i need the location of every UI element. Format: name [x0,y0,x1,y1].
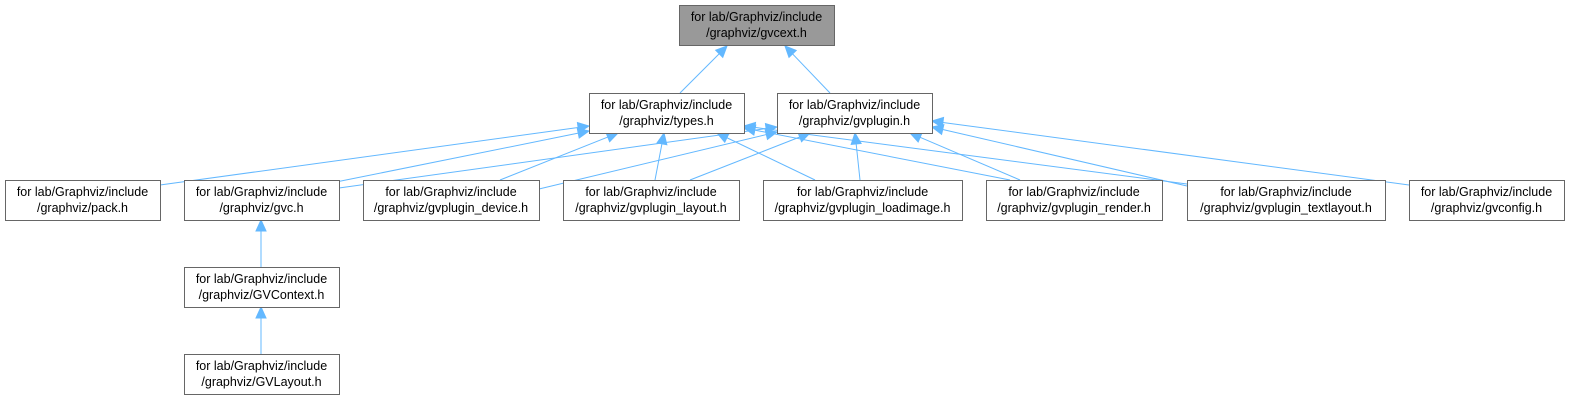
edge-gvplugin-to-gvcext [784,45,831,94]
node-label-line1: for lab/Graphviz/include [1421,185,1552,199]
node-box [1187,180,1386,221]
node-pack[interactable]: for lab/Graphviz/include/graphviz/pack.h [5,180,161,221]
node-label-line2: /graphviz/gvplugin_device.h [374,201,528,215]
node-label-line2: /graphviz/gvplugin_render.h [997,201,1151,215]
node-box [363,180,540,221]
edge-gvconfig-to-gvplugin [930,116,1410,186]
node-GVLayout[interactable]: for lab/Graphviz/include/graphviz/GVLayo… [184,354,340,395]
node-label-line1: for lab/Graphviz/include [797,185,928,199]
edge-gvplugin_render-to-gvplugin [908,132,1021,181]
node-label-line2: /graphviz/gvconfig.h [1431,201,1542,215]
node-label-line2: /graphviz/gvplugin_textlayout.h [1200,201,1372,215]
node-label-line1: for lab/Graphviz/include [601,98,732,112]
node-label-line2: /graphviz/gvplugin.h [799,114,910,128]
node-label-line1: for lab/Graphviz/include [1220,185,1351,199]
edge-gvplugin_loadimage-to-types [715,132,816,181]
node-label-line2: /graphviz/GVContext.h [199,288,325,302]
edge-gvplugin_device-to-types [499,131,620,181]
edge-GVContext-to-gvc [255,218,267,267]
edge-layer [159,45,1410,354]
edge-GVLayout-to-GVContext [255,305,267,354]
arrowhead-icon [714,45,728,59]
edge-gvplugin_layout-to-gvplugin [689,131,812,181]
node-box [5,180,161,221]
arrowhead-icon [908,132,923,143]
arrowhead-icon [930,116,945,129]
arrowhead-icon [255,218,267,232]
edge-gvplugin_loadimage-to-gvplugin [850,131,862,181]
edge-types-to-gvcext [679,45,728,94]
node-label-line2: /graphviz/types.h [619,114,714,128]
node-box [986,180,1163,221]
node-box [763,180,963,221]
node-GVContext[interactable]: for lab/Graphviz/include/graphviz/GVCont… [184,267,340,308]
node-label-line1: for lab/Graphviz/include [17,185,148,199]
node-gvcext[interactable]: for lab/Graphviz/include/graphviz/gvcext… [679,5,835,46]
node-layer: for lab/Graphviz/include/graphviz/gvcext… [5,5,1565,395]
node-gvplugin_render[interactable]: for lab/Graphviz/include/graphviz/gvplug… [986,180,1163,221]
arrowhead-icon [656,131,668,146]
node-gvplugin_loadimage[interactable]: for lab/Graphviz/include/graphviz/gvplug… [763,180,963,221]
node-gvplugin_device[interactable]: for lab/Graphviz/include/graphviz/gvplug… [363,180,540,221]
node-box [184,180,340,221]
node-box [184,354,340,395]
arrowhead-icon [255,305,267,319]
node-label-line2: /graphviz/gvplugin_loadimage.h [775,201,951,215]
edge-gvplugin_device-to-gvplugin [538,129,779,190]
node-gvconfig[interactable]: for lab/Graphviz/include/graphviz/gvconf… [1409,180,1565,221]
node-label-line2: /graphviz/gvc.h [219,201,303,215]
node-gvplugin_textlayout[interactable]: for lab/Graphviz/include/graphviz/gvplug… [1187,180,1386,221]
node-box [679,5,835,46]
arrowhead-icon [576,127,591,139]
node-label-line1: for lab/Graphviz/include [1008,185,1139,199]
node-box [589,93,745,134]
node-label-line1: for lab/Graphviz/include [196,359,327,373]
node-box [777,93,933,134]
node-label-line2: /graphviz/GVLayout.h [201,375,321,389]
arrowhead-icon [784,45,798,59]
node-label-line2: /graphviz/pack.h [37,201,128,215]
arrowhead-icon [850,131,862,146]
node-label-line1: for lab/Graphviz/include [385,185,516,199]
node-gvc[interactable]: for lab/Graphviz/include/graphviz/gvc.h [184,180,340,221]
node-gvplugin[interactable]: for lab/Graphviz/include/graphviz/gvplug… [777,93,933,134]
arrowhead-icon [764,129,779,141]
node-label-line1: for lab/Graphviz/include [789,98,920,112]
node-box [1409,180,1565,221]
node-box [184,267,340,308]
node-label-line1: for lab/Graphviz/include [196,185,327,199]
node-types[interactable]: for lab/Graphviz/include/graphviz/types.… [589,93,745,134]
node-label-line1: for lab/Graphviz/include [691,10,822,24]
node-label-line1: for lab/Graphviz/include [585,185,716,199]
node-label-line2: /graphviz/gvplugin_layout.h [575,201,727,215]
edge-gvplugin_layout-to-types [654,131,668,181]
node-label-line1: for lab/Graphviz/include [196,272,327,286]
edge-gvc-to-types [335,127,591,183]
node-box [563,180,740,221]
node-gvplugin_layout[interactable]: for lab/Graphviz/include/graphviz/gvplug… [563,180,740,221]
node-label-line2: /graphviz/gvcext.h [706,26,807,40]
edge-pack-to-types [159,121,591,186]
